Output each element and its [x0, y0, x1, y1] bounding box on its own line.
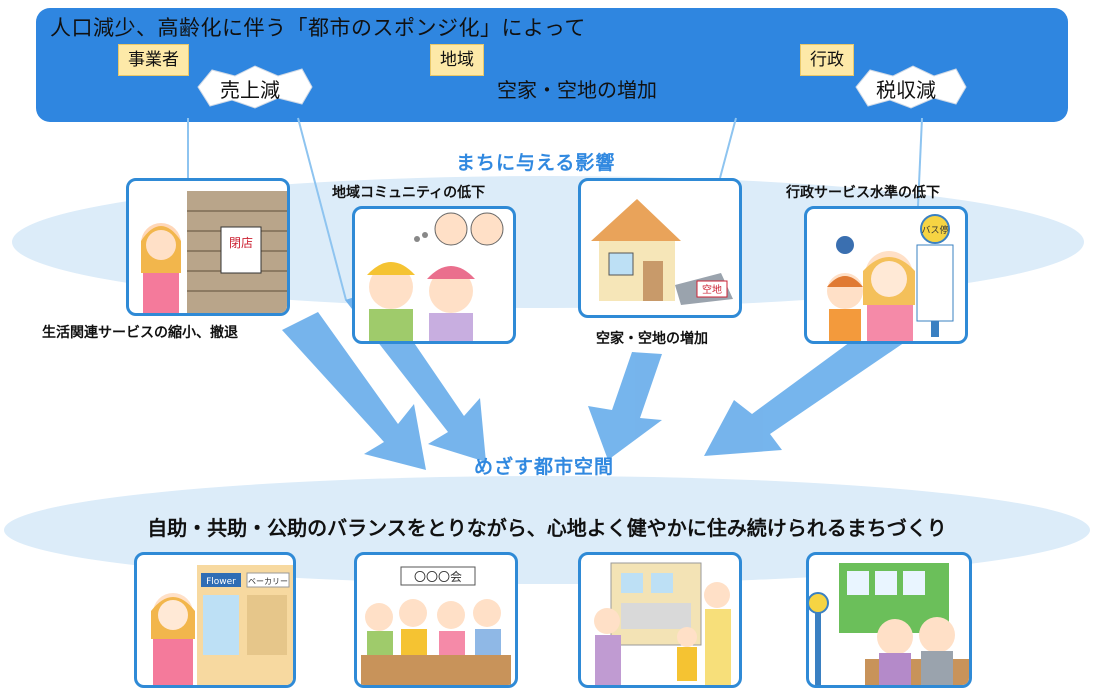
banner-title: 人口減少、高齢化に伴う「都市のスポンジ化」によって [50, 16, 586, 40]
goal-heading: めざす都市空間 [474, 456, 615, 478]
burst-shape-sales [197, 65, 313, 109]
role-tag-government: 行政 [800, 44, 854, 76]
illustration-bus-stop: バス停 [804, 206, 968, 344]
illustration-vacant-house: 空地 [578, 178, 742, 318]
caption-vacancy-increase: 空家・空地の増加 [596, 331, 708, 347]
shop-sign-bakery: ベーカリー [248, 577, 288, 586]
effect-vacancy-increase: 空家・空地の増加 [497, 78, 657, 102]
impact-heading: まちに与える影響 [456, 152, 616, 174]
burst-shape-tax [855, 65, 967, 109]
illustration-community-meeting: 〇〇〇会 [354, 552, 518, 688]
illustration-closed-shop: 閉店 [126, 178, 290, 316]
caption-community-decline: 地域コミュニティの低下 [332, 185, 486, 201]
vacant-lot-sign-text: 空地 [702, 283, 722, 296]
goal-slogan: 自助・共助・公助のバランスをとりながら、心地よく健やかに住み続けられるまちづくり [147, 516, 947, 540]
illustration-elderly-couple [352, 206, 516, 344]
community-banner-text: 〇〇〇会 [414, 570, 462, 584]
shop-sign-flower: Flower [206, 577, 236, 587]
caption-service-reduction: 生活関連サービスの縮小、撤退 [42, 325, 238, 341]
illustration-shopping-street: Flower ベーカリー [134, 552, 296, 688]
bus-stop-sign-text: バス停 [921, 224, 948, 236]
role-tag-community: 地域 [430, 44, 484, 76]
role-tag-business: 事業者 [118, 44, 189, 76]
effect-sales-decrease: 売上減 [220, 78, 280, 102]
closed-sign-text: 閉店 [229, 236, 253, 250]
illustration-bus-elderly [806, 552, 972, 688]
caption-admin-service-decline: 行政サービス水準の低下 [786, 185, 940, 201]
effect-tax-decrease: 税収減 [876, 78, 936, 102]
illustration-neighbors-walking [578, 552, 742, 688]
